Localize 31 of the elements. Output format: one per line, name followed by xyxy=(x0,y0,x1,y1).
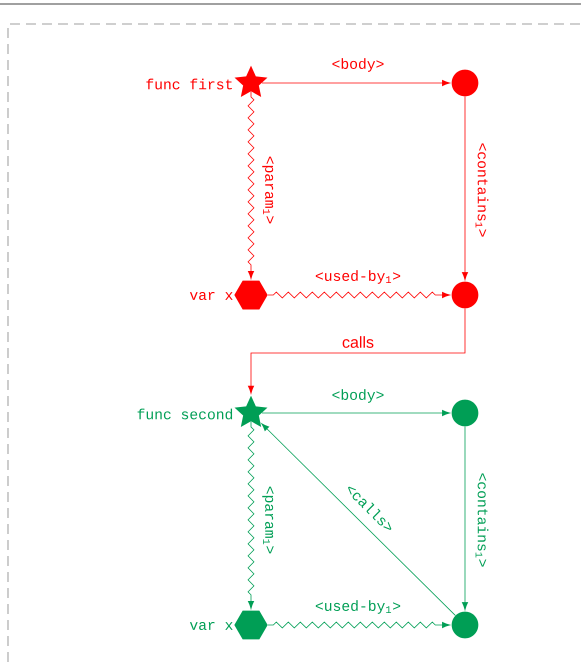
edge-label: <param$_{1}$> xyxy=(260,484,276,556)
arrow xyxy=(262,410,450,416)
node-caption: var x xyxy=(190,622,233,630)
circle-node xyxy=(452,70,478,96)
node-caption: var x xyxy=(190,292,233,300)
arrow xyxy=(248,308,466,394)
star-node xyxy=(234,396,268,428)
edge-label: <body> xyxy=(330,56,386,74)
edge-label: <body> xyxy=(330,388,386,404)
edge-label: <contains$_{1}$> xyxy=(474,141,490,239)
arrow xyxy=(268,622,450,628)
arrow xyxy=(262,80,450,86)
edge-label: <contains$_{1}$> xyxy=(474,471,490,569)
arrow xyxy=(261,423,456,616)
edge-label: <used-by$_{1}$> xyxy=(314,268,402,286)
edge-label: calls xyxy=(340,334,376,350)
hexagon-node xyxy=(234,610,268,640)
circle-node xyxy=(452,400,478,426)
arrow xyxy=(268,292,450,298)
node-caption: func first xyxy=(146,78,232,90)
arrow xyxy=(462,96,468,280)
arrow xyxy=(248,421,254,609)
circle-node xyxy=(452,282,478,308)
star-node xyxy=(234,66,268,98)
edge-label: <param$_{1}$> xyxy=(260,154,276,226)
edge-label: <used-by$_{1}$> xyxy=(314,598,402,616)
arrow xyxy=(248,91,254,279)
circle-node xyxy=(452,612,478,638)
node-caption: func second xyxy=(138,408,232,420)
hexagon-node xyxy=(234,280,268,310)
arrow xyxy=(462,426,468,610)
